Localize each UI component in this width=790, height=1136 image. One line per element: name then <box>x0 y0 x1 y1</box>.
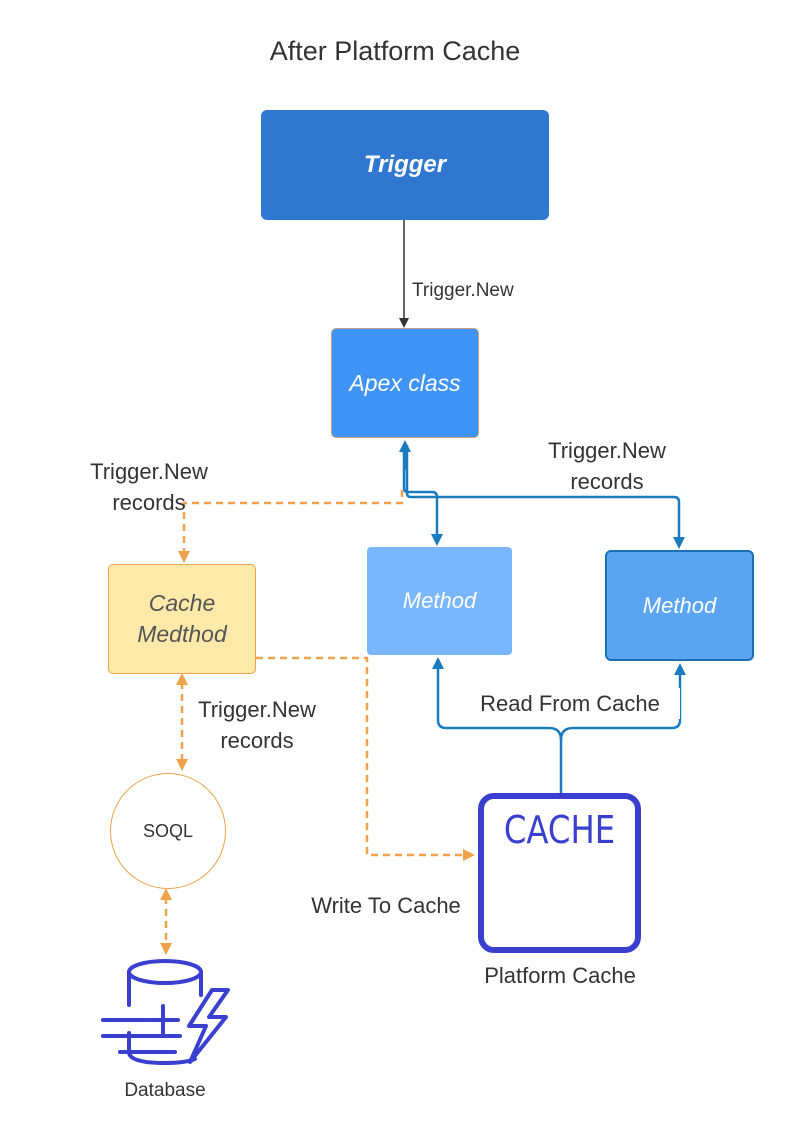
cache-method-node: Cache Medthod <box>108 564 256 674</box>
diagram-title: After Platform Cache <box>269 36 521 66</box>
method-node-left: Method <box>367 547 512 655</box>
database-icon <box>101 959 230 1065</box>
edge-cache-read <box>432 657 563 793</box>
platform-cache-label: Platform Cache <box>484 963 636 988</box>
edge-write-cache <box>256 656 475 861</box>
trigger-node: Trigger <box>261 110 549 220</box>
edge-apex-method-right <box>405 445 685 549</box>
edge-apex-cache-method <box>178 490 404 563</box>
soql-node: SOQL <box>110 773 226 889</box>
cache-node <box>478 793 641 953</box>
cache-label: CACHE <box>503 808 616 852</box>
method-node-right: Method <box>605 550 754 661</box>
apex-class-node: Apex class <box>331 328 479 438</box>
cache-method-label-2: Medthod <box>137 621 227 647</box>
label-apex-methods: Trigger.New records <box>548 438 666 494</box>
label-read-from-cache: Read From Cache <box>460 688 680 719</box>
label-write-to-cache: Write To Cache <box>311 893 461 918</box>
edge-apex-method-left <box>402 445 443 546</box>
label-trigger-new: Trigger.New <box>412 280 514 301</box>
cache-method-label-1: Cache <box>148 590 216 616</box>
label-cache-method-soql: Trigger.New records <box>198 697 316 753</box>
label-apex-cache-method: Trigger.New records <box>90 459 208 515</box>
database-label: Database <box>124 1080 206 1101</box>
